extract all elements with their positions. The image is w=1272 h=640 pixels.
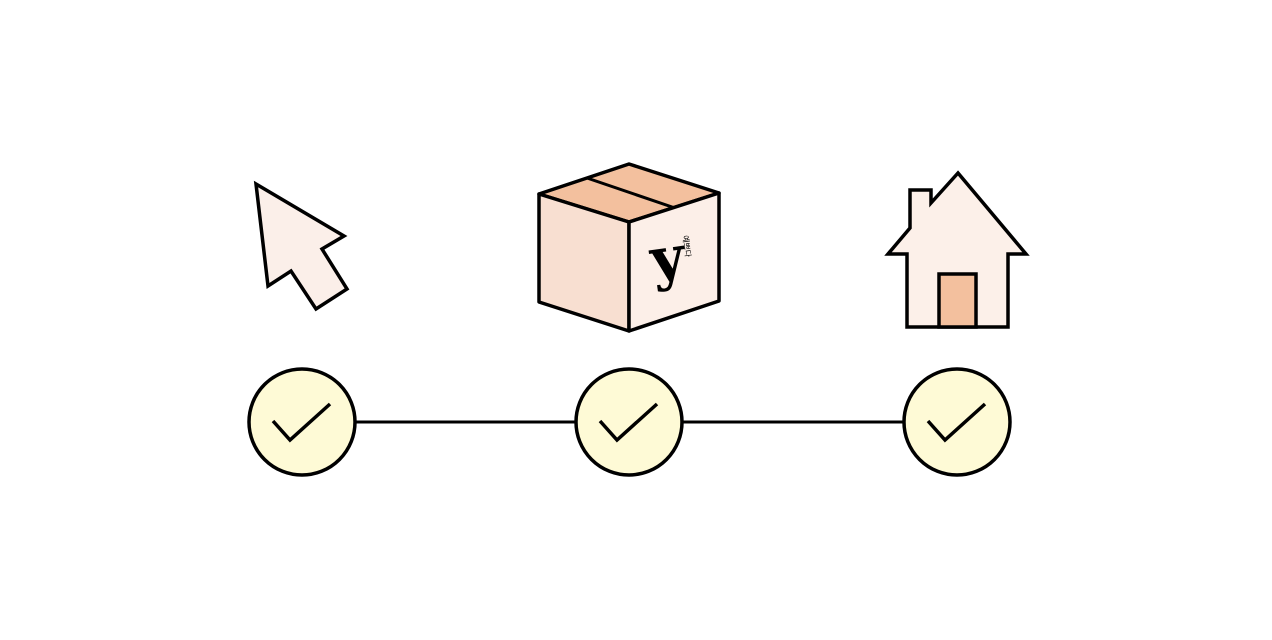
cursor-icon — [253, 180, 350, 312]
checkmark-icon — [926, 402, 987, 443]
box-right-face — [627, 191, 721, 333]
step-1-check — [247, 367, 357, 477]
step-1-cursor-icon — [253, 180, 350, 312]
checkmark-icon — [271, 402, 332, 443]
step-2-check-circle — [574, 367, 684, 477]
box-logo-korean: 예쁘다 — [681, 235, 694, 259]
step-3-check — [902, 367, 1012, 477]
house-icon — [884, 170, 1030, 329]
house-outline — [884, 170, 1030, 329]
box-tape-line — [586, 176, 676, 210]
step-1-check-circle — [247, 367, 357, 477]
package-box-icon: y 예쁘다 — [537, 162, 721, 333]
step-2-check — [574, 367, 684, 477]
checkmark-icon — [598, 402, 659, 443]
house-door — [937, 272, 978, 329]
step-3-check-circle — [902, 367, 1012, 477]
